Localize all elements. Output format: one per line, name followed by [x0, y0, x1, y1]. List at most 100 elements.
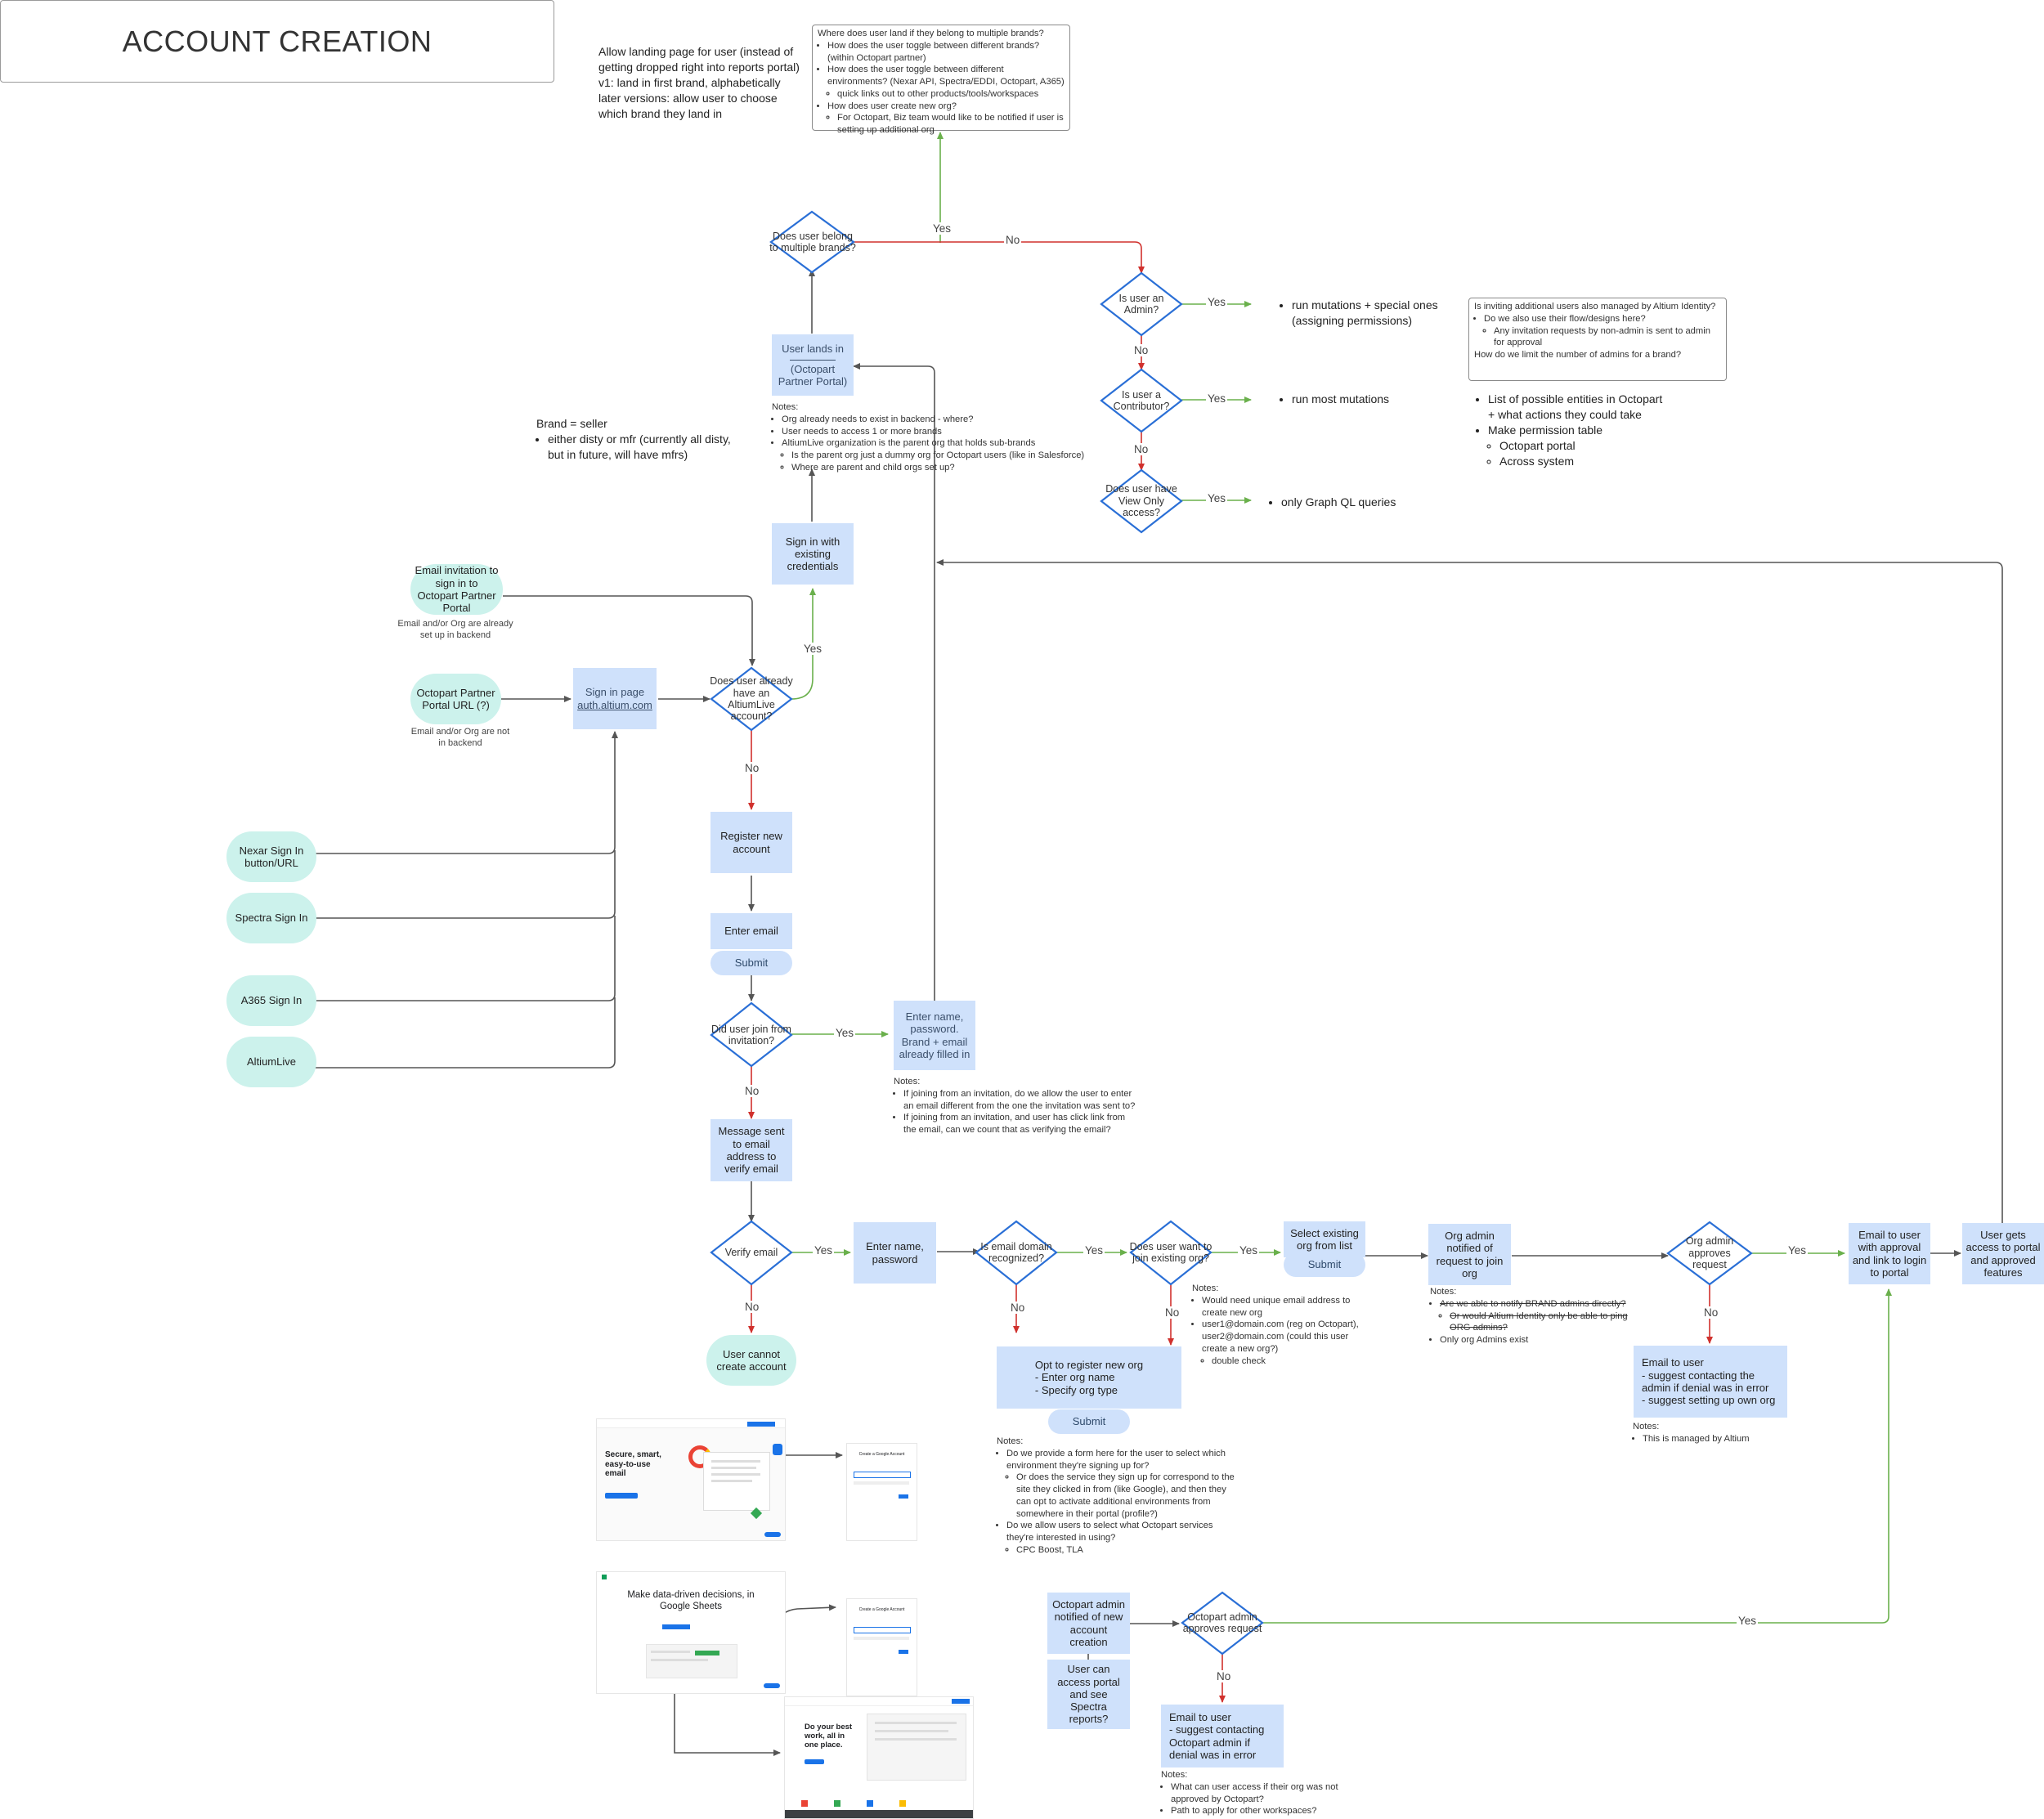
view-only-decision[interactable]: Does user have View Only access? [1105, 483, 1177, 519]
yes-label: Yes [1737, 1615, 1759, 1627]
view-only-result: only Graph QL queries [1270, 495, 1433, 510]
register-org-notes: Notes: Do we provide a form here for the… [997, 1436, 1242, 1557]
decision-shape [1666, 1221, 1753, 1286]
page-title: ACCOUNT CREATION [0, 0, 554, 83]
decision-shape [769, 210, 855, 274]
invitation-notes: Notes: If joining from an invitation, do… [894, 1076, 1139, 1136]
invite-users-note: Is inviting additional users also manage… [1468, 298, 1727, 381]
node-label: Org admin notified of request to join or… [1436, 1229, 1504, 1279]
node-label: User lands in [782, 342, 844, 355]
yes-label: Yes [813, 1244, 835, 1257]
no-label: No [743, 1085, 761, 1097]
node-label: A365 Sign In [240, 994, 303, 1007]
node-label: Opt to register new org - Enter org name… [1034, 1359, 1144, 1396]
node-label: Email to user - suggest contacting Octop… [1169, 1710, 1265, 1761]
node-label: User cannot create account [716, 1347, 787, 1373]
email-invitation-sub: Email and/or Org are already set up in b… [397, 619, 513, 641]
submit-email-button[interactable]: Submit [710, 951, 792, 975]
node-label: Octopart admin notified of new account c… [1052, 1597, 1125, 1648]
brand-note: Brand = seller either disty or mfr (curr… [536, 416, 733, 463]
email-invitation-node[interactable]: Email invitation to sign in to Octopart … [410, 564, 503, 615]
note-heading: Notes: [997, 1436, 1024, 1446]
join-existing-decision[interactable]: Does user want to join existing org? [1129, 1240, 1213, 1264]
email-denial-node[interactable]: Email to user - suggest contacting the a… [1634, 1346, 1787, 1418]
multi-brand-decision[interactable]: Does user belong to multiple brands? [769, 230, 856, 253]
note-line: getting dropped right into reports porta… [598, 60, 800, 74]
user-lands-node[interactable]: User lands in (Octopart Partner Portal) [772, 334, 854, 396]
register-account-node[interactable]: Register new account [710, 812, 792, 873]
yes-label: Yes [931, 222, 953, 235]
decision-shape [1181, 1591, 1264, 1655]
note-line: v1: land in first brand, alphabetically [598, 75, 781, 89]
workspace-screenshot-thumbnail: Do your best work, all in one place. [784, 1696, 974, 1819]
node-label: Sign in page [585, 686, 645, 699]
org-admin-approves-decision[interactable]: Org admin approves request [1685, 1235, 1734, 1271]
sign-in-page-node[interactable]: Sign in page auth.altium.com [573, 668, 657, 729]
button-label: Submit [734, 957, 769, 970]
nexar-sign-in-node[interactable]: Nexar Sign In button/URL [226, 831, 316, 882]
sign-in-existing-node[interactable]: Sign in with existing credentials [772, 523, 854, 585]
node-label: Email invitation to sign in to Octopart … [415, 564, 499, 615]
note-item: User needs to access 1 or more brands [782, 426, 1099, 438]
note-line: which brand they land in [598, 106, 722, 120]
note-item: Any invitation requests by non-admin is … [1494, 325, 1721, 350]
note-item: either disty or mfr (currently all disty… [548, 432, 733, 463]
node-label: Nexar Sign In button/URL [239, 844, 304, 869]
result-label: run most mutations [1292, 392, 1444, 407]
partner-portal-url-node[interactable]: Octopart Partner Portal URL (?) [410, 674, 501, 724]
node-label: Enter name, password. Brand + email alre… [899, 1010, 970, 1060]
is-admin-decision[interactable]: Is user an Admin? [1118, 292, 1164, 316]
a365-sign-in-node[interactable]: A365 Sign In [226, 975, 316, 1026]
joined-invitation-decision[interactable]: Did user join from invitation? [711, 1023, 791, 1046]
note-item: Make permission table [1488, 423, 1603, 437]
yes-label: Yes [1786, 1244, 1809, 1257]
message-sent-node[interactable]: Message sent to email address to verify … [710, 1119, 792, 1181]
spectra-access-node[interactable]: User can access portal and see Spectra r… [1047, 1660, 1130, 1729]
node-label: Spectra Sign In [235, 912, 308, 925]
note-item: Across system [1499, 454, 1689, 469]
submit-register-button[interactable]: Submit [1048, 1409, 1130, 1434]
spectra-sign-in-node[interactable]: Spectra Sign In [226, 893, 316, 943]
node-label: (Octopart Partner Portal) [778, 362, 848, 388]
no-label: No [1215, 1670, 1233, 1682]
note-item: Path to apply for other workspaces? [1171, 1805, 1365, 1817]
thumbnail-headline: Do your best work, all in one place. [805, 1723, 853, 1750]
register-org-node[interactable]: Opt to register new org - Enter org name… [997, 1346, 1181, 1409]
has-account-decision[interactable]: Does user already have an AltiumLive acc… [710, 675, 793, 723]
yes-label: Yes [802, 643, 824, 655]
cannot-create-node: User cannot create account [706, 1335, 796, 1386]
note-item: Where are parent and child orgs set up? [791, 462, 1099, 474]
is-contributor-decision[interactable]: Is user a Contributor? [1113, 388, 1170, 412]
note-heading: Notes: [1192, 1284, 1219, 1293]
enter-name-filled-node[interactable]: Enter name, password. Brand + email alre… [894, 1001, 975, 1070]
access-granted-node[interactable]: User gets access to portal and approved … [1962, 1223, 2044, 1284]
note-item: List of possible entities in Octopart [1488, 392, 1663, 405]
email-octopart-denial-node[interactable]: Email to user - suggest contacting Octop… [1161, 1705, 1284, 1767]
sign-in-link[interactable]: auth.altium.com [577, 698, 652, 711]
email-approval-node[interactable]: Email to user with approval and link to … [1849, 1223, 1930, 1284]
note-item: quick links out to other products/tools/… [837, 88, 1065, 101]
sheets-screenshot-thumbnail: Make data-driven decisions, in Google Sh… [596, 1571, 786, 1694]
note-item: This is managed by Altium [1643, 1433, 1796, 1445]
domain-recognized-decision[interactable]: Is email domain recognized? [980, 1240, 1052, 1264]
enter-email-node[interactable]: Enter email [710, 913, 792, 949]
note-item: Would need unique email address to creat… [1202, 1295, 1364, 1319]
decision-shape [1100, 271, 1183, 337]
node-label: Octopart Partner Portal URL (?) [416, 686, 495, 711]
decision-shape [975, 1220, 1058, 1286]
altiumlive-node[interactable]: AltiumLive [226, 1037, 316, 1087]
org-admin-notified-node[interactable]: Org admin notified of request to join or… [1428, 1224, 1511, 1285]
submit-org-button[interactable]: Submit [1284, 1252, 1365, 1277]
octopart-admin-notified-node[interactable]: Octopart admin notified of new account c… [1047, 1593, 1130, 1654]
note-item: user1@domain.com (reg on Octopart), user… [1202, 1319, 1359, 1354]
decision-shape [1129, 1220, 1213, 1286]
note-item: If joining from an invitation, and user … [903, 1112, 1139, 1136]
select-org-node[interactable]: Select existing org from list [1284, 1221, 1365, 1257]
managed-notes: Notes: This is managed by Altium [1633, 1421, 1796, 1445]
yes-label: Yes [1083, 1244, 1105, 1257]
verify-email-decision[interactable]: Verify email [724, 1246, 778, 1258]
octopart-admin-approves-decision[interactable]: Octopart admin approves request [1182, 1611, 1262, 1634]
button-label: Submit [1072, 1415, 1106, 1428]
note-item: How does user create new org? [827, 101, 957, 111]
enter-name-node[interactable]: Enter name, password [854, 1222, 936, 1284]
